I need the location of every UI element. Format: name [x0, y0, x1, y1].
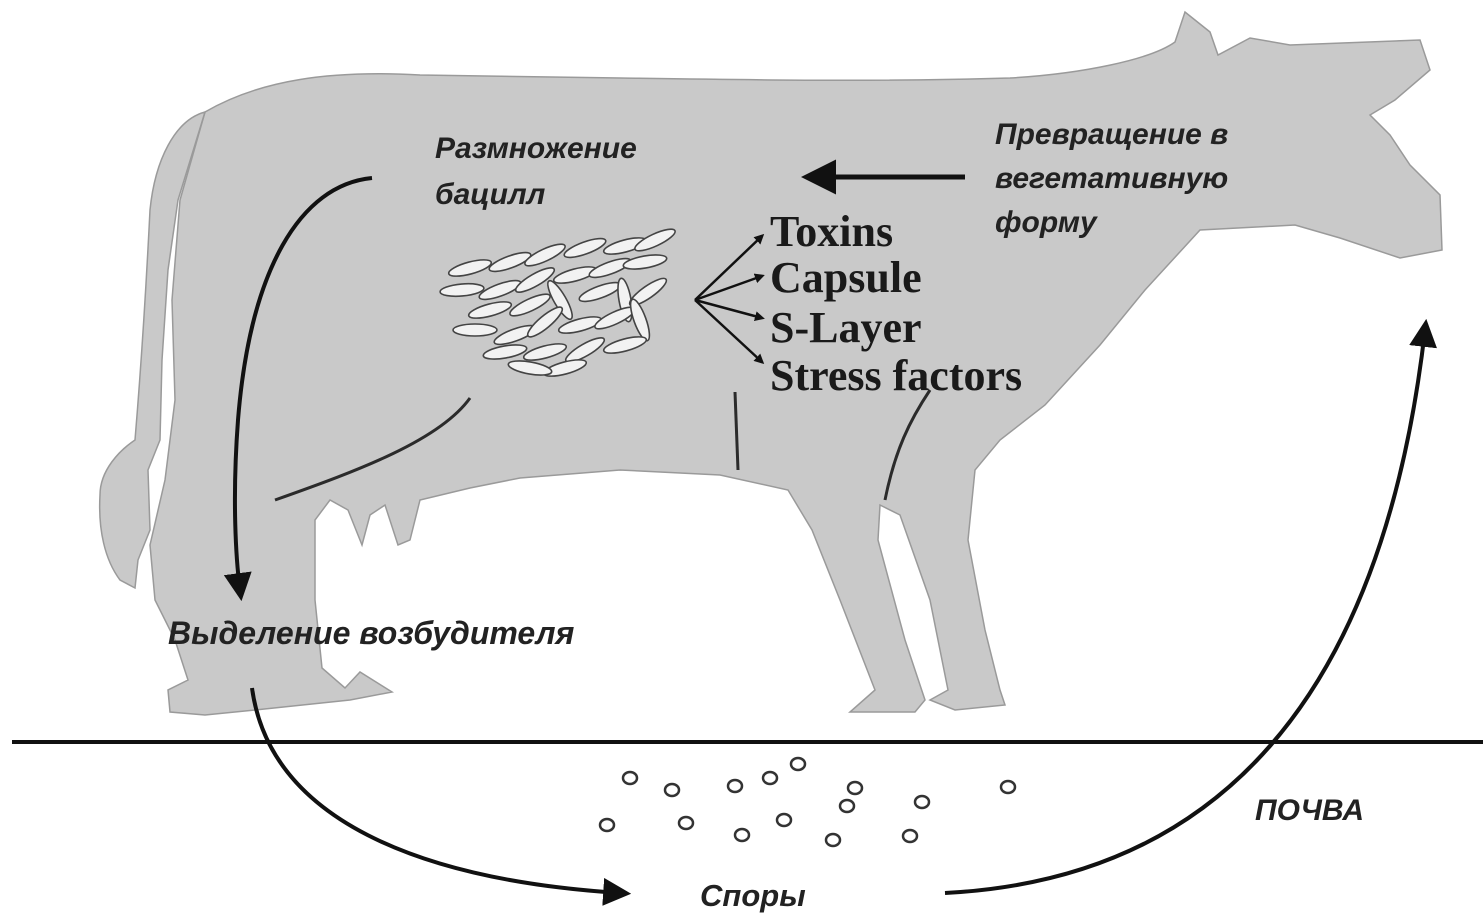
- spores-label: Споры: [700, 878, 806, 913]
- spore-dot: [679, 817, 693, 829]
- bacillus-rod: [453, 324, 497, 336]
- factor-toxins: Toxins: [770, 207, 893, 256]
- factor-capsule: Capsule: [770, 253, 922, 302]
- spore-dot: [623, 772, 637, 784]
- spore-dot: [777, 814, 791, 826]
- shedding-label: Выделение возбудителя: [168, 615, 575, 651]
- spore-dot: [600, 819, 614, 831]
- spore-dot: [848, 782, 862, 794]
- arrow-shedding-to-spores: [252, 688, 620, 893]
- spore-dot: [665, 784, 679, 796]
- soil-label: ПОЧВА: [1255, 794, 1364, 827]
- spore-dot: [840, 800, 854, 812]
- spore-dots-icon: [600, 758, 1015, 846]
- spore-dot: [791, 758, 805, 770]
- spore-dot: [763, 772, 777, 784]
- spore-dot: [915, 796, 929, 808]
- spore-dot: [826, 834, 840, 846]
- factor-s-layer: S-Layer: [770, 303, 922, 352]
- spore-dot: [1001, 781, 1015, 793]
- factor-stress: Stress factors: [770, 351, 1022, 400]
- spore-dot: [728, 780, 742, 792]
- spore-dot: [735, 829, 749, 841]
- spore-dot: [903, 830, 917, 842]
